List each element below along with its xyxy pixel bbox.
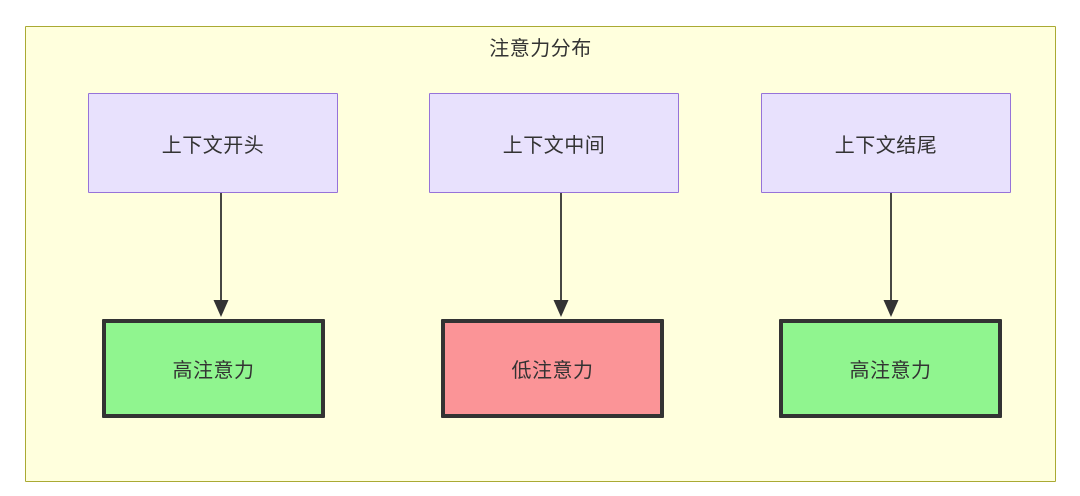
arrow-head-icon bbox=[553, 300, 569, 317]
subgraph-title: 注意力分布 bbox=[489, 38, 592, 60]
node-low-attention-middle[interactable]: 低注意力 bbox=[441, 319, 664, 418]
node-label: 高注意力 bbox=[172, 360, 255, 382]
edge-context-end-to-high-attention bbox=[881, 193, 899, 319]
node-context-middle[interactable]: 上下文中间 bbox=[429, 93, 679, 193]
arrow-head-icon bbox=[213, 300, 229, 317]
node-high-attention-start[interactable]: 高注意力 bbox=[102, 319, 325, 418]
subgraph-container: 注意力分布 上下文开头 高注意力 上下文中间 bbox=[25, 26, 1056, 482]
node-label: 上下文结尾 bbox=[834, 134, 938, 157]
edge-context-start-to-high-attention bbox=[211, 193, 229, 319]
node-label: 高注意力 bbox=[849, 360, 932, 382]
node-label: 上下文开头 bbox=[161, 134, 265, 157]
node-context-start[interactable]: 上下文开头 bbox=[88, 93, 338, 193]
node-label: 上下文中间 bbox=[502, 134, 606, 157]
arrow-head-icon bbox=[883, 300, 899, 317]
edge-context-middle-to-low-attention bbox=[551, 193, 569, 319]
node-high-attention-end[interactable]: 高注意力 bbox=[779, 319, 1002, 418]
node-label: 低注意力 bbox=[511, 360, 594, 382]
node-context-end[interactable]: 上下文结尾 bbox=[761, 93, 1011, 193]
